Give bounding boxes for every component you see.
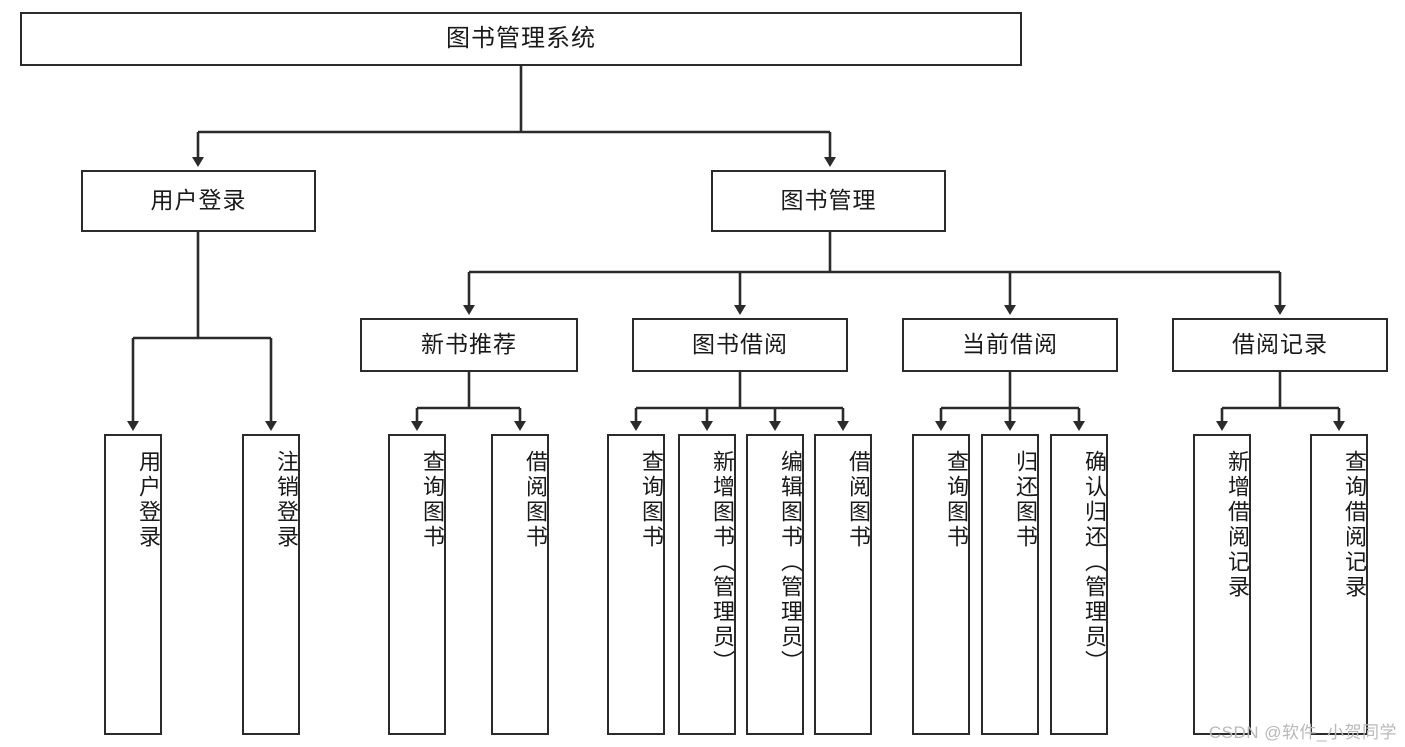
leaf-borrow-record-add-record[interactable]: 新增借阅记录	[1193, 434, 1251, 735]
node-label: 查询图书	[639, 450, 664, 550]
node-label: 归还图书	[1013, 450, 1038, 550]
node-label: 用户登录	[150, 187, 247, 214]
node-label: 新书推荐	[421, 331, 517, 358]
node-label: 图书管理	[780, 187, 877, 214]
leaf-current-borrow-return-book[interactable]: 归还图书	[981, 434, 1039, 735]
node-label: 新增图书（管理员）	[710, 450, 735, 675]
leaf-book-borrow-query-book[interactable]: 查询图书	[607, 434, 665, 735]
node-label: 图书管理系统	[446, 24, 596, 52]
leaf-book-borrow-borrow-book[interactable]: 借阅图书	[814, 434, 872, 735]
node-book-management[interactable]: 图书管理	[711, 170, 946, 232]
node-label: 查询图书	[944, 450, 969, 550]
node-label: 查询借阅记录	[1342, 450, 1367, 600]
leaf-book-borrow-add-book-admin[interactable]: 新增图书（管理员）	[678, 434, 736, 735]
node-label: 借阅图书	[523, 450, 548, 550]
node-label: 借阅图书	[846, 450, 871, 550]
leaf-borrow-record-query-record[interactable]: 查询借阅记录	[1310, 434, 1368, 735]
node-current-borrow[interactable]: 当前借阅	[902, 318, 1118, 372]
node-label: 借阅记录	[1232, 331, 1328, 358]
node-label: 注销登录	[274, 450, 299, 550]
node-label: 图书借阅	[692, 331, 788, 358]
node-borrow-record[interactable]: 借阅记录	[1172, 318, 1388, 372]
leaf-current-borrow-confirm-return-admin[interactable]: 确认归还（管理员）	[1050, 434, 1108, 735]
watermark: CSDN @软件_小贺同学	[1208, 723, 1397, 742]
node-label: 确认归还（管理员）	[1082, 450, 1107, 675]
node-label: 查询图书	[420, 450, 445, 550]
leaf-user-login-logout[interactable]: 注销登录	[242, 434, 300, 735]
leaf-new-book-query-book[interactable]: 查询图书	[388, 434, 446, 735]
node-new-book-recommend[interactable]: 新书推荐	[360, 318, 578, 372]
node-label: 当前借阅	[962, 331, 1058, 358]
node-book-borrow[interactable]: 图书借阅	[632, 318, 848, 372]
leaf-user-login-login[interactable]: 用户登录	[104, 434, 162, 735]
node-label: 编辑图书（管理员）	[778, 450, 803, 675]
leaf-book-borrow-edit-book-admin[interactable]: 编辑图书（管理员）	[746, 434, 804, 735]
leaf-new-book-borrow-book[interactable]: 借阅图书	[491, 434, 549, 735]
node-label: 用户登录	[136, 450, 161, 550]
leaf-current-borrow-query-book[interactable]: 查询图书	[912, 434, 970, 735]
node-label: 新增借阅记录	[1225, 450, 1250, 600]
node-root-book-management-system[interactable]: 图书管理系统	[20, 12, 1022, 66]
node-user-login[interactable]: 用户登录	[81, 170, 316, 232]
